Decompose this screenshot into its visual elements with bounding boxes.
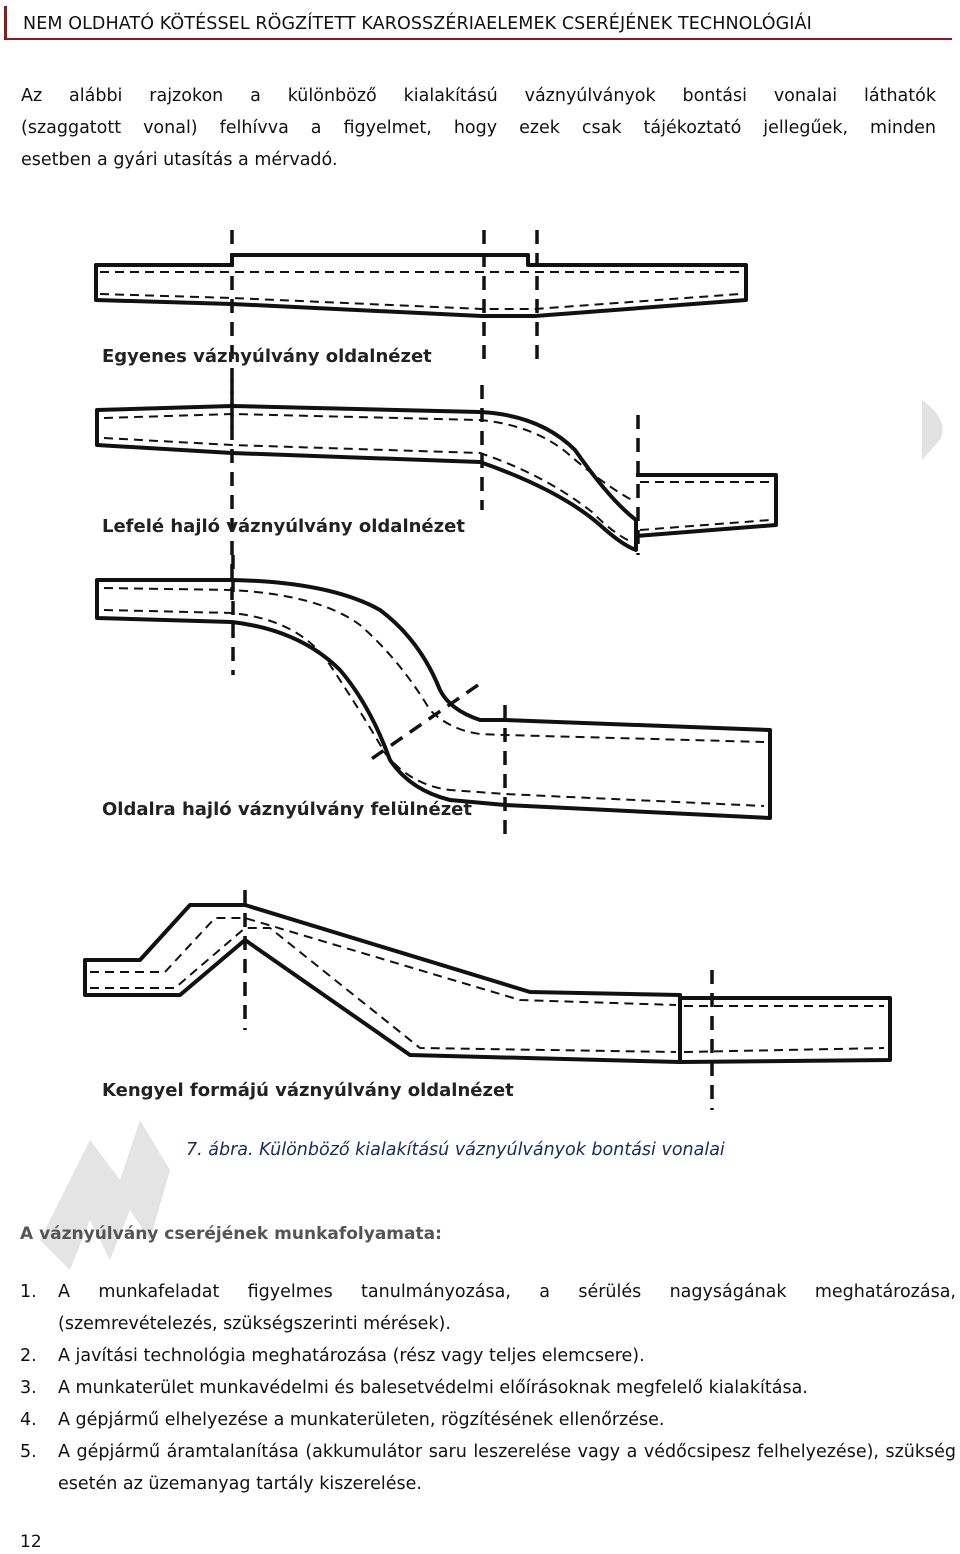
figure-drawing: Egyenes váznyúlvány oldalnézet Lefelé ha… [83, 230, 892, 1110]
figure-caption: 7. ábra. Különböző kialakítású váznyúlvá… [186, 1140, 725, 1160]
intro-line: esetben a gyári utasítás a mérvadó. [21, 150, 338, 170]
page-number: 12 [20, 1532, 42, 1552]
list-item: 4. A gépjármű elhelyezése a munkaterület… [20, 1404, 956, 1436]
list-item: 2. A javítási technológia meghatározása … [20, 1340, 956, 1372]
bracket-extension-drawing [83, 890, 892, 1110]
straight-extension-drawing [94, 230, 748, 430]
sideways-extension-drawing [95, 555, 772, 840]
steps-list: 1. A munkafeladat figyelmes tanulmányozá… [20, 1276, 956, 1500]
list-item: 1. A munkafeladat figyelmes tanulmányozá… [20, 1276, 956, 1340]
step-text: A javítási technológia meghatározása (ré… [58, 1346, 645, 1366]
page-header: NEM OLDHATÓ KÖTÉSSEL RÖGZÍTETT KAROSSZÉR… [4, 6, 952, 40]
watermark-shape [40, 1120, 170, 1270]
step-text: A munkaterület munkavédelmi és balesetvé… [58, 1378, 808, 1398]
intro-line: (szaggatott vonal) felhívva a figyelmet,… [21, 118, 936, 138]
step-text: A gépjármű elhelyezése a munkaterületen,… [58, 1410, 665, 1430]
section-title: A váznyúlvány cseréjének munkafolyamata: [20, 1224, 442, 1244]
step-number: 4. [20, 1410, 37, 1430]
downward-extension-drawing [95, 380, 778, 600]
intro-line: Az alábbi rajzokon a különböző kialakítá… [21, 86, 936, 106]
intro-paragraph: Az alábbi rajzokon a különböző kialakítá… [21, 80, 936, 176]
step-text: A munkafeladat figyelmes tanulmányozása,… [58, 1282, 956, 1334]
figure-label-2: Lefelé hajló váznyúlvány oldalnézet [102, 516, 465, 537]
figure-label-1: Egyenes váznyúlvány oldalnézet [102, 346, 432, 367]
list-item: 5. A gépjármű áramtalanítása (akkumuláto… [20, 1436, 956, 1500]
header-title: NEM OLDHATÓ KÖTÉSSEL RÖGZÍTETT KAROSSZÉR… [23, 14, 812, 34]
figure-label-3: Oldalra hajló váznyúlvány felülnézet [102, 799, 472, 820]
step-number: 5. [20, 1442, 37, 1462]
step-text: A gépjármű áramtalanítása (akkumulátor s… [58, 1442, 956, 1494]
step-number: 3. [20, 1378, 37, 1398]
figure-label-4: Kengyel formájú váznyúlvány oldalnézet [102, 1080, 514, 1101]
step-number: 1. [20, 1282, 37, 1302]
step-number: 2. [20, 1346, 37, 1366]
list-item: 3. A munkaterület munkavédelmi és balese… [20, 1372, 956, 1404]
